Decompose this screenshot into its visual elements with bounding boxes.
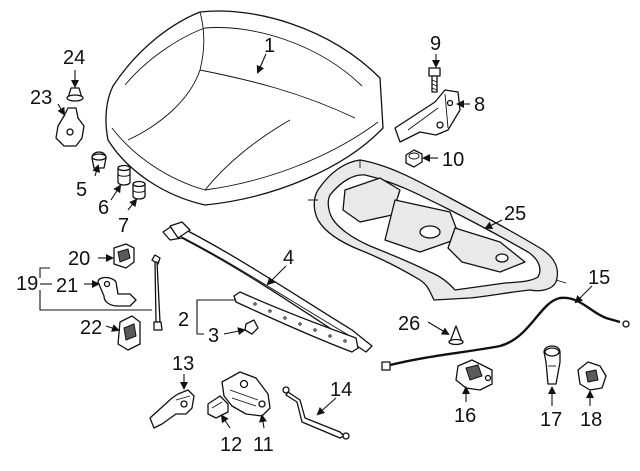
hood-latch bbox=[221, 371, 271, 417]
callout-8: 8 bbox=[474, 94, 485, 116]
hinge bbox=[394, 89, 461, 143]
prop-rod-bracket bbox=[97, 276, 137, 307]
callout-14: 14 bbox=[330, 379, 352, 401]
callout-6: 6 bbox=[98, 197, 109, 219]
callout-11: 11 bbox=[253, 434, 274, 456]
callout-13: 13 bbox=[172, 353, 194, 375]
seal-strip bbox=[233, 291, 359, 353]
cable-clip bbox=[448, 325, 464, 346]
release-bracket bbox=[577, 361, 607, 391]
release-lever bbox=[543, 345, 561, 385]
callout-19: 19 bbox=[16, 273, 38, 295]
weatherstrip bbox=[162, 221, 373, 353]
leader-lines bbox=[39, 53, 594, 429]
callout-20: 20 bbox=[68, 248, 90, 270]
callout-17: 17 bbox=[540, 409, 562, 431]
hood-panel bbox=[105, 10, 384, 206]
callout-7: 7 bbox=[118, 215, 129, 237]
callout-labels: 1 2 3 4 5 6 7 8 9 10 11 12 13 14 15 16 1… bbox=[16, 33, 610, 456]
bolt bbox=[428, 67, 441, 93]
cushion bbox=[91, 151, 107, 169]
callout-4: 4 bbox=[283, 247, 294, 269]
hood-insulator bbox=[308, 159, 567, 301]
callout-21: 21 bbox=[56, 275, 78, 297]
prop-rod bbox=[151, 254, 163, 331]
callout-1: 1 bbox=[264, 35, 275, 57]
callout-22: 22 bbox=[80, 317, 102, 339]
striker bbox=[207, 395, 229, 419]
grommet bbox=[113, 243, 135, 269]
callout-5: 5 bbox=[76, 179, 87, 201]
cable-link bbox=[282, 386, 350, 440]
callout-3: 3 bbox=[208, 325, 219, 347]
callout-15: 15 bbox=[588, 267, 610, 289]
callout-9: 9 bbox=[430, 33, 441, 55]
latch-housing bbox=[455, 359, 493, 391]
release-cable bbox=[381, 296, 630, 371]
nut bbox=[405, 149, 423, 168]
release-handle bbox=[149, 389, 195, 429]
prop-rod-holder bbox=[117, 315, 141, 351]
callout-23: 23 bbox=[30, 87, 52, 109]
rubber-bumper bbox=[117, 164, 131, 186]
callout-12: 12 bbox=[220, 434, 242, 456]
clip bbox=[244, 319, 259, 335]
rubber-stop bbox=[132, 180, 146, 200]
callout-18: 18 bbox=[580, 409, 602, 431]
bumper bbox=[66, 87, 84, 102]
callout-24: 24 bbox=[63, 47, 85, 69]
callout-2: 2 bbox=[178, 309, 189, 331]
callout-10: 10 bbox=[442, 149, 464, 171]
stop-bracket bbox=[55, 107, 85, 147]
callout-16: 16 bbox=[454, 405, 476, 427]
callout-26: 26 bbox=[398, 313, 420, 335]
callout-25: 25 bbox=[504, 203, 526, 225]
